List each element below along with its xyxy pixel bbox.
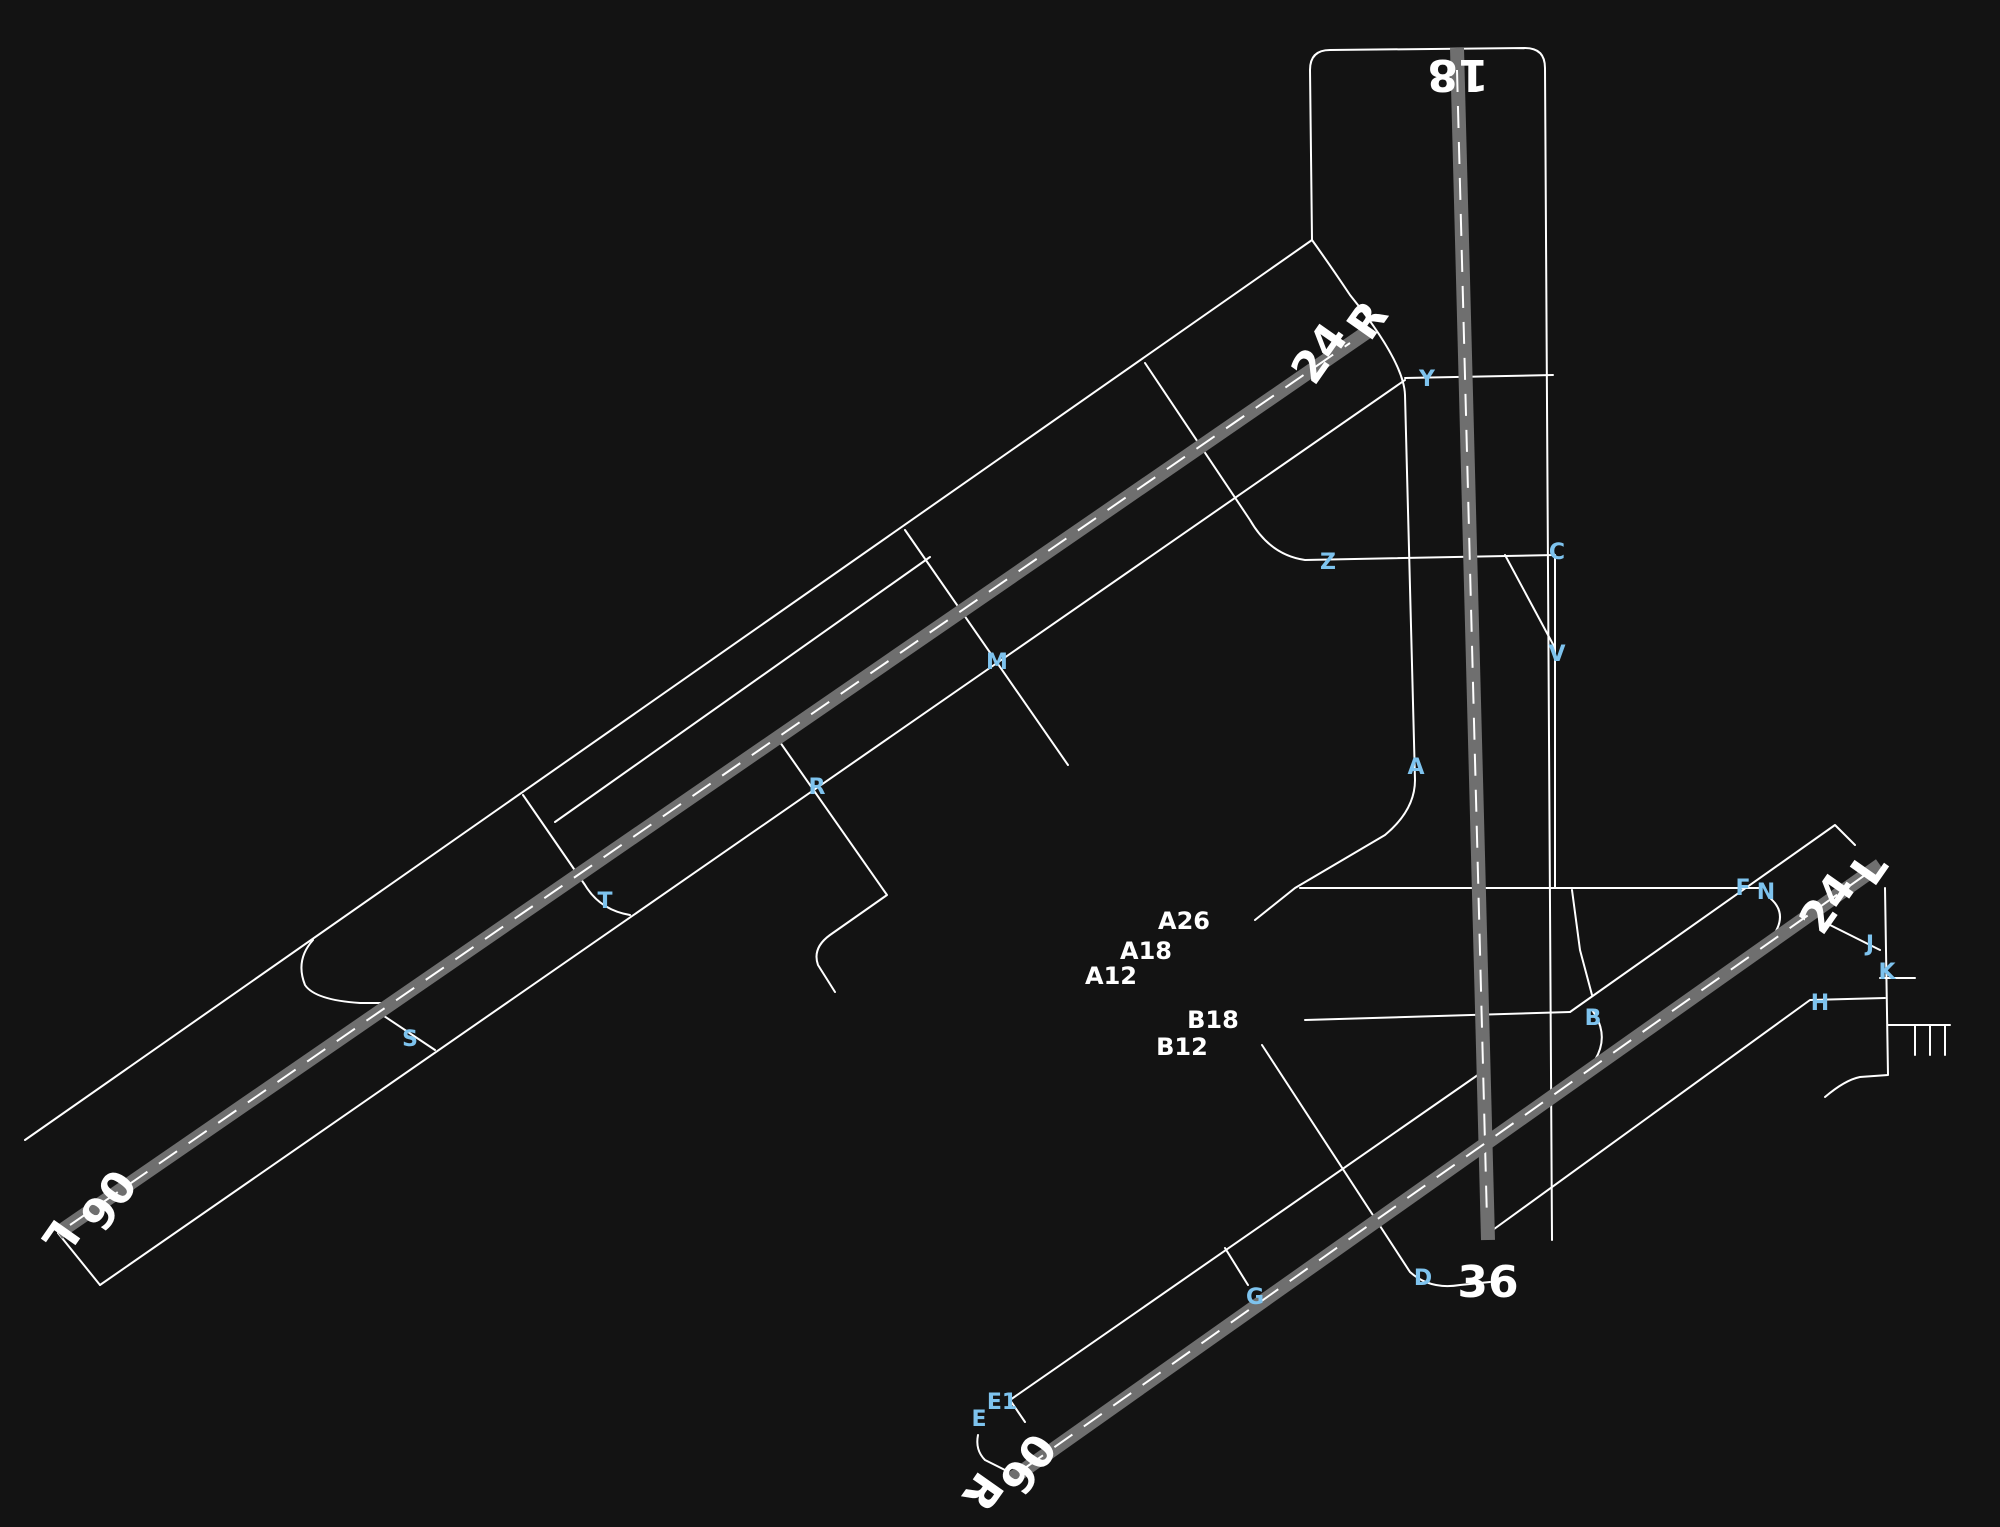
taxiway-b-curve xyxy=(1591,1009,1603,1061)
taxiway-label-t[interactable]: T xyxy=(597,889,612,914)
taxiway-label-v[interactable]: V xyxy=(1548,642,1565,667)
taxiway-b-east xyxy=(1571,889,1593,996)
taxiway-e xyxy=(976,1434,1006,1471)
taxiway-label-r[interactable]: R xyxy=(809,775,826,800)
taxiway-label-b[interactable]: B xyxy=(1585,1006,1602,1031)
taxiway-y xyxy=(1404,374,1554,379)
taxiway-label-h[interactable]: H xyxy=(1811,991,1829,1016)
taxiway-e1 xyxy=(1009,1399,1026,1423)
taxiway-label-c[interactable]: C xyxy=(1549,540,1565,565)
stand-label-a12[interactable]: A12 xyxy=(1084,961,1139,992)
taxiway-parallel-06r-north xyxy=(1009,1069,1486,1401)
runway-06l-24r[interactable] xyxy=(54,324,1374,1239)
stand-label-a26[interactable]: A26 xyxy=(1157,906,1212,937)
taxiway-label-m[interactable]: M xyxy=(986,650,1008,675)
taxiway-k xyxy=(1824,887,1889,1098)
taxiway-label-y[interactable]: Y xyxy=(1418,367,1436,392)
taxiway-b xyxy=(1304,1011,1571,1021)
runway-label-18: 18 xyxy=(1427,49,1488,100)
taxiway-label-e[interactable]: E xyxy=(971,1407,986,1432)
taxiway-a xyxy=(1254,239,1416,921)
taxiway-g xyxy=(1224,1247,1249,1286)
taxiway-label-g[interactable]: G xyxy=(1246,1285,1264,1310)
taxiway-parallel-south xyxy=(99,379,1406,1286)
taxiway-label-z[interactable]: Z xyxy=(1320,550,1336,575)
taxiway-label-k[interactable]: K xyxy=(1878,960,1896,985)
stand-label-b18[interactable]: B18 xyxy=(1186,1005,1241,1036)
taxiway-east-apron xyxy=(1887,1024,1951,1056)
taxiway-north-loop xyxy=(1309,47,1553,1241)
taxiway-parallel-north xyxy=(24,239,1313,1141)
runway-label-36: 36 xyxy=(1457,1257,1518,1308)
taxiway-r xyxy=(774,734,888,993)
stand-labels: A26 A18 A12 B18 B12 xyxy=(1084,906,1241,1063)
taxiway-v xyxy=(1504,554,1556,649)
runway-18-36[interactable] xyxy=(1450,47,1495,1241)
taxiway-parallel-06r-north-east xyxy=(1569,824,1856,1013)
taxiway-label-f[interactable]: F xyxy=(1735,876,1750,901)
taxiway-inner-parallel xyxy=(554,556,931,823)
taxiway-parallel-06r-south xyxy=(1489,997,1886,1233)
taxiway-label-a[interactable]: A xyxy=(1407,755,1424,780)
taxiway-label-d[interactable]: D xyxy=(1414,1266,1432,1291)
taxiway-label-n[interactable]: N xyxy=(1757,880,1775,905)
taxiway-j xyxy=(1829,924,1881,951)
taxiway-labels: Y Z C V M A R T S F N J K H B D G E1 E xyxy=(402,367,1896,1432)
taxiway-m xyxy=(904,529,1069,766)
taxiway-west-loop xyxy=(300,939,396,1004)
taxiway-label-j[interactable]: J xyxy=(1864,932,1874,957)
runway-06r-24l[interactable] xyxy=(1005,859,1885,1486)
taxiway-label-e1[interactable]: E1 xyxy=(987,1390,1017,1415)
taxiway-z-connector xyxy=(1144,362,1556,561)
taxiway-label-s[interactable]: S xyxy=(402,1027,418,1052)
stand-label-b12[interactable]: B12 xyxy=(1155,1032,1210,1063)
taxiway-d xyxy=(1261,1044,1491,1288)
taxiway-t xyxy=(522,794,631,916)
stand-label-a18[interactable]: A18 xyxy=(1119,936,1174,967)
taxiway-s xyxy=(374,1009,436,1051)
taxiway-06l-end xyxy=(57,1232,101,1286)
